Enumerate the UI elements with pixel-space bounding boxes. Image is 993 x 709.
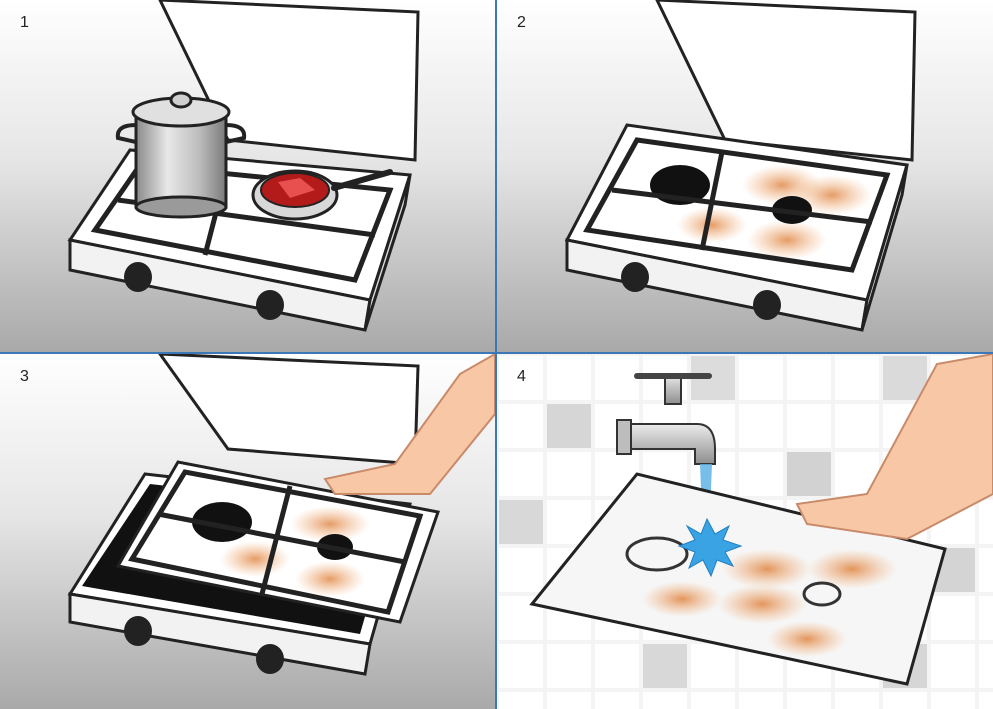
step-4-illustration bbox=[497, 354, 993, 709]
step-3-panel: 3 bbox=[0, 354, 495, 709]
hand-icon bbox=[795, 354, 993, 541]
step-2-number: 2 bbox=[517, 14, 526, 31]
step-1-panel: 1 bbox=[0, 0, 495, 352]
step-4-panel: 4 bbox=[497, 354, 993, 709]
step-2-panel: 2 bbox=[497, 0, 993, 352]
step-3-illustration bbox=[0, 354, 495, 709]
horizontal-divider bbox=[0, 352, 993, 354]
step-2-illustration bbox=[497, 0, 993, 352]
step-4-number: 4 bbox=[517, 368, 526, 385]
step-1-illustration bbox=[0, 0, 495, 352]
step-1-number: 1 bbox=[20, 14, 29, 31]
vertical-divider bbox=[495, 0, 497, 709]
step-3-number: 3 bbox=[20, 368, 29, 385]
hand-icon bbox=[323, 354, 495, 495]
